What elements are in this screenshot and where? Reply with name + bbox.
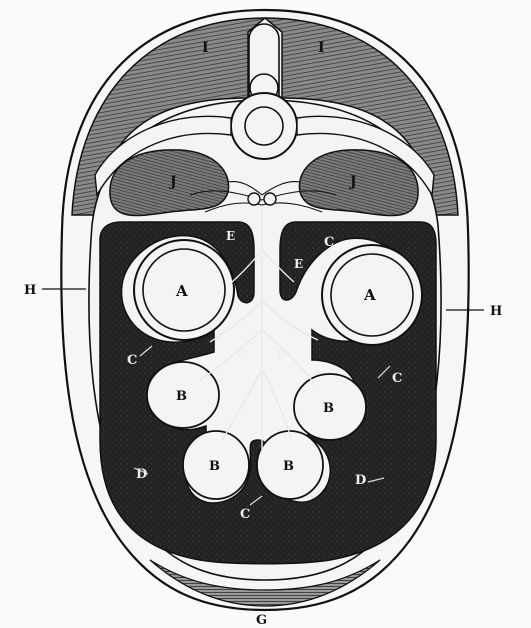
label-C-4: C (240, 507, 250, 522)
label-J-right: J (348, 174, 357, 190)
label-I-right: I (318, 40, 325, 56)
label-C-2: C (127, 353, 137, 368)
label-C-3: C (392, 371, 402, 386)
label-A-left: A (175, 282, 188, 300)
kidney-mass-J-right (299, 150, 418, 216)
label-B-3: B (209, 459, 220, 474)
vertebral-centrum-inner (245, 107, 283, 145)
label-G: G (256, 613, 267, 628)
label-A-right: A (363, 286, 376, 304)
label-J-left: J (168, 174, 177, 190)
label-F-1: F (237, 344, 246, 358)
label-H-left: H (24, 283, 36, 298)
label-E-2: E (294, 257, 303, 271)
label-B-4: B (283, 459, 294, 474)
label-D-left: D (136, 467, 147, 482)
label-E-1: E (226, 229, 235, 243)
label-F-2: F (276, 349, 285, 363)
label-D-right: D (355, 473, 366, 488)
dorsal-vessel-right (264, 193, 276, 205)
label-I-left: I (202, 40, 209, 56)
label-B-1: B (176, 389, 187, 404)
dorsal-vessel-left (248, 193, 260, 205)
label-B-2: B (323, 401, 334, 416)
label-H-right: H (490, 304, 502, 319)
label-C-1: C (324, 235, 334, 250)
